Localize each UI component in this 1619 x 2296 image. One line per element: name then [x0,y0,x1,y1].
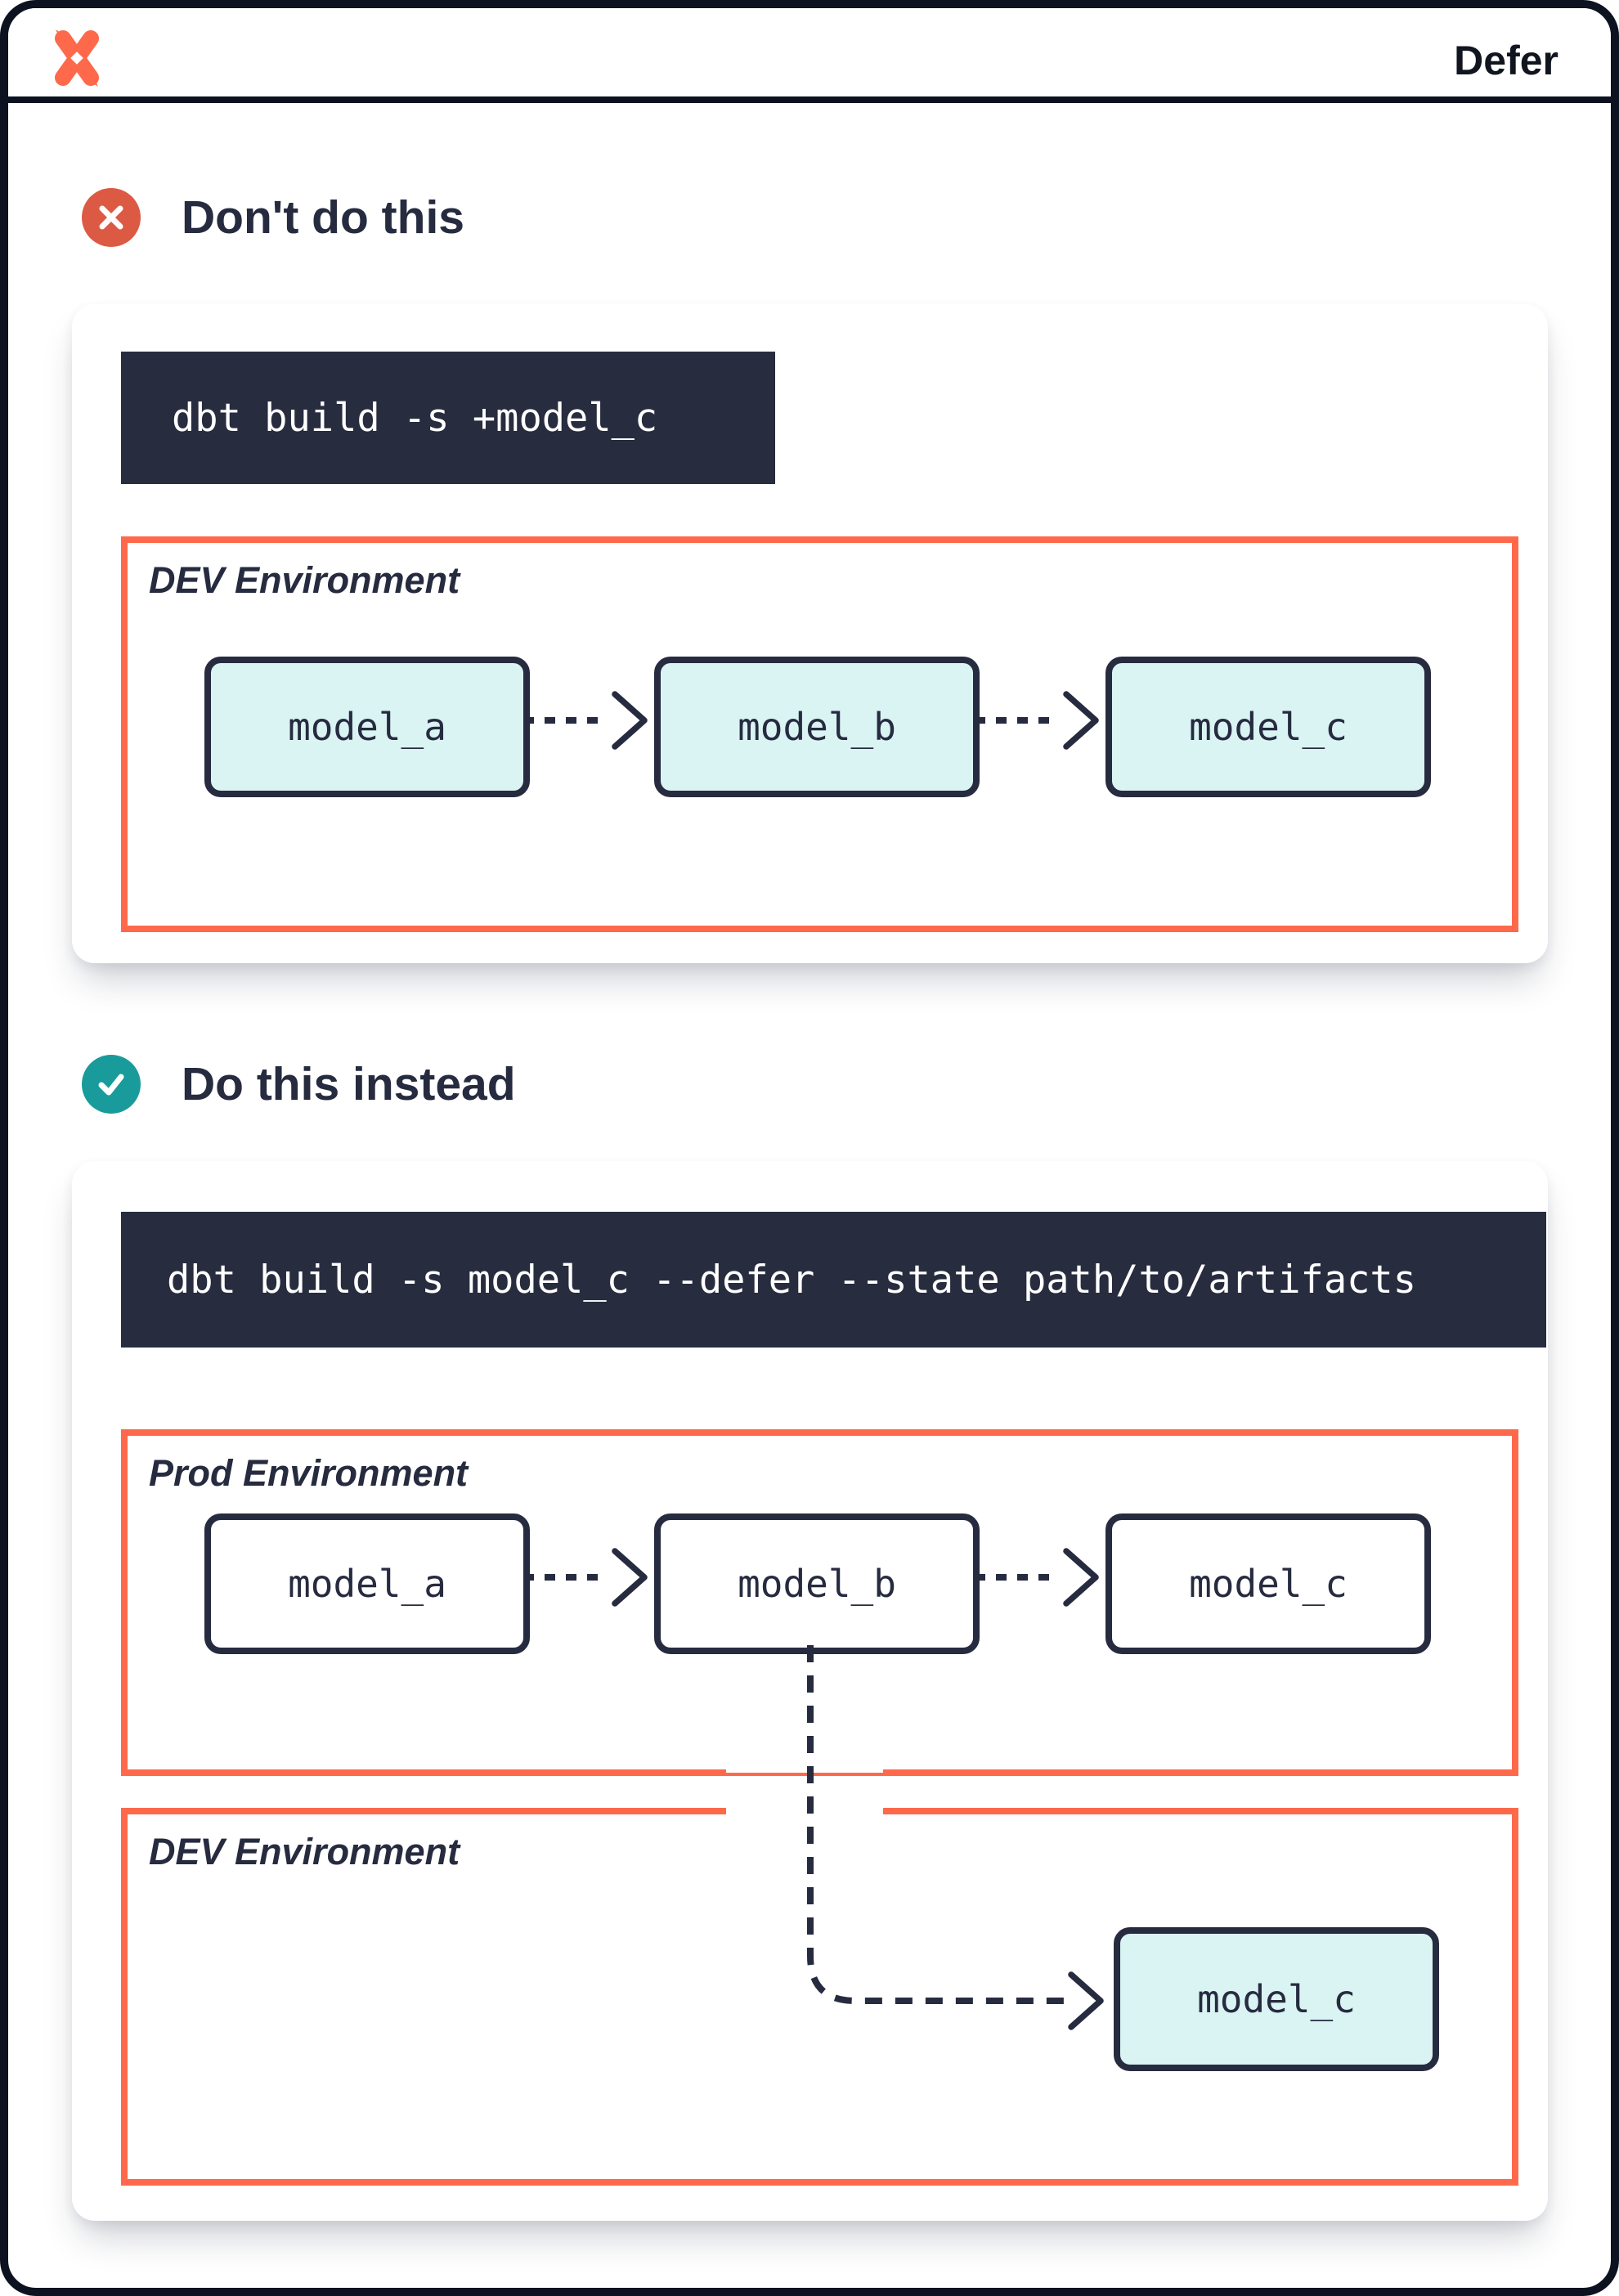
model-node-c: model_c [1105,657,1431,797]
model-node-label: model_c [1189,705,1348,749]
dev-environment-box-2: DEV Environment model_c [121,1808,1518,2186]
model-node-label: model_b [738,705,896,749]
model-node-a: model_a [204,1513,530,1654]
window-header: Defer [8,8,1611,96]
model-node-b: model_b [654,657,980,797]
header-divider [8,96,1611,103]
dont-card: dbt build -s +model_c DEV Environment mo… [72,304,1548,963]
do-badge [82,1055,141,1114]
dbt-logo-icon [55,29,99,87]
env-label: DEV Environment [149,1831,460,1872]
dont-command-block: dbt build -s +model_c [121,352,775,484]
model-node-label: model_c [1189,1562,1348,1606]
border-gap-dev-top [726,1803,883,1824]
dev-environment-box-1: DEV Environment model_a model_b model_c [121,536,1518,932]
do-heading: Do this instead [182,1058,516,1110]
model-node-label: model_a [288,705,446,749]
env-label: Prod Environment [149,1452,469,1494]
model-node-b: model_b [654,1513,980,1654]
x-icon [99,205,123,230]
prod-environment-box: Prod Environment model_a model_b model_c [121,1429,1518,1776]
model-node-c: model_c [1105,1513,1431,1654]
check-icon [98,1074,124,1096]
window-title: Defer [1454,38,1558,83]
model-node-c-dev: model_c [1114,1927,1439,2071]
env-label: DEV Environment [149,559,460,601]
dont-heading: Don't do this [182,191,464,244]
model-node-label: model_b [738,1562,896,1606]
model-node-a: model_a [204,657,530,797]
dont-badge [82,188,141,247]
do-card: dbt build -s model_c --defer --state pat… [72,1161,1548,2221]
border-gap-prod-bottom [726,1751,883,1773]
dont-command-text: dbt build -s +model_c [172,395,658,441]
model-node-label: model_a [288,1562,446,1606]
do-command-text: dbt build -s model_c --defer --state pat… [167,1257,1417,1303]
do-command-block: dbt build -s model_c --defer --state pat… [121,1212,1546,1348]
model-node-label: model_c [1197,1977,1356,2021]
